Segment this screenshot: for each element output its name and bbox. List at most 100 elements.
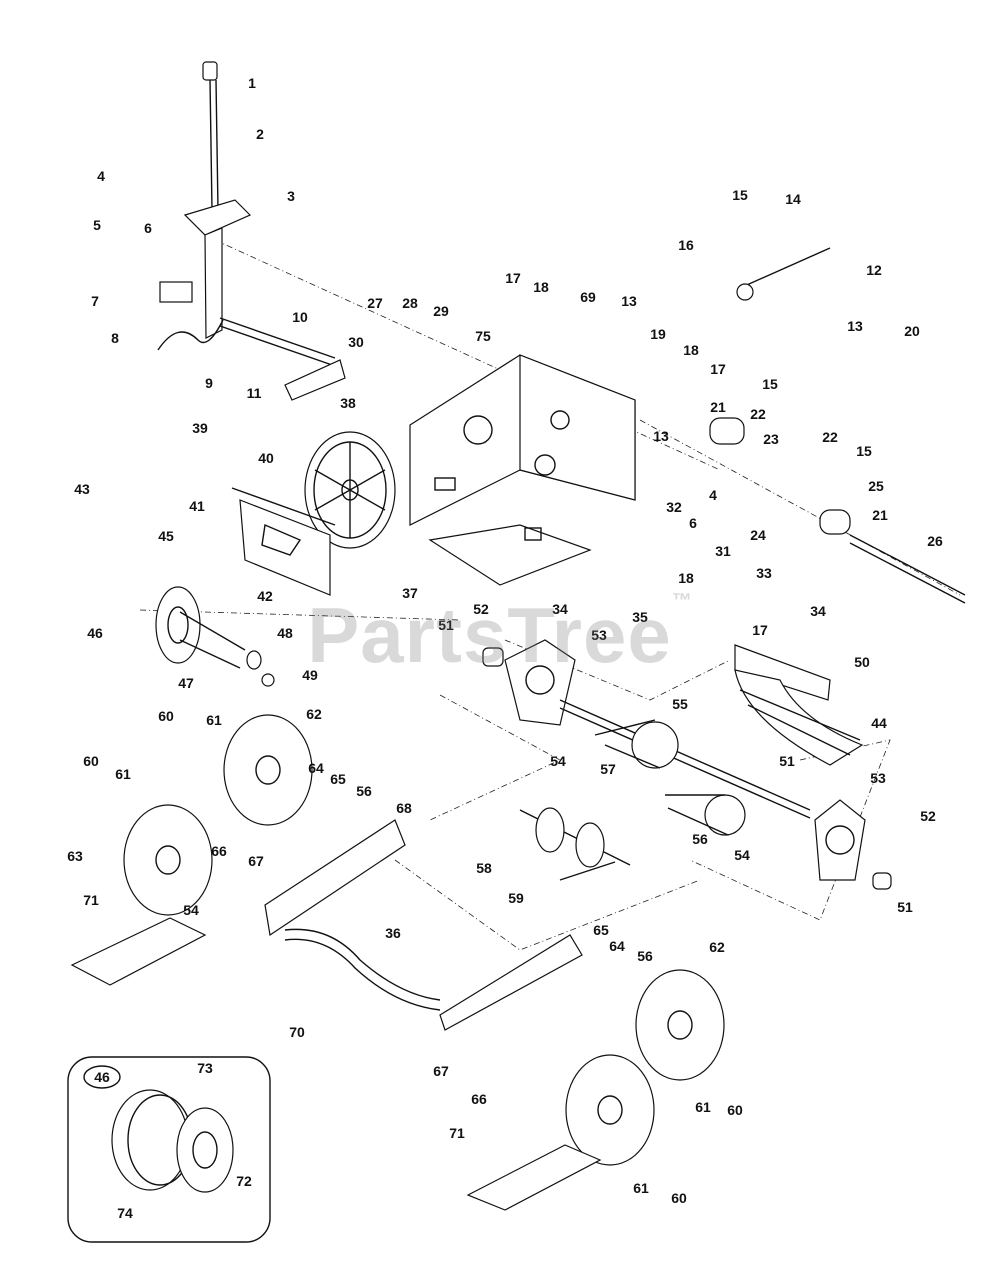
part-number-34: 34 (552, 601, 568, 617)
part-number-11: 11 (247, 385, 262, 401)
rubber-tracks (70, 917, 602, 1211)
part-number-1: 1 (248, 75, 256, 91)
part-number-48: 48 (277, 625, 293, 641)
part-number-65: 65 (593, 922, 609, 938)
part-number-72: 72 (236, 1173, 252, 1189)
part-number-21: 21 (710, 399, 726, 415)
part-number-52: 52 (473, 601, 489, 617)
part-number-51: 51 (438, 617, 454, 633)
part-number-21: 21 (872, 507, 888, 523)
part-number-28: 28 (402, 295, 418, 311)
chute-cover (734, 644, 864, 766)
part-number-44: 44 (871, 715, 887, 731)
part-number-53: 53 (591, 627, 607, 643)
part-number-8: 8 (111, 330, 119, 346)
part-number-34: 34 (810, 603, 826, 619)
frame-housing (409, 354, 636, 586)
inset-callout: 46 (94, 1069, 110, 1085)
part-number-32: 32 (666, 499, 682, 515)
track-wheels (123, 714, 725, 1166)
part-number-12: 12 (866, 262, 882, 278)
part-number-57: 57 (600, 761, 616, 777)
part-number-49: 49 (302, 667, 318, 683)
part-number-63: 63 (67, 848, 83, 864)
inset-detail-box: 46 (67, 1056, 271, 1243)
part-number-10: 10 (292, 309, 308, 325)
axle-gears (519, 807, 631, 881)
part-number-64: 64 (308, 760, 324, 776)
part-number-54: 54 (183, 902, 199, 918)
part-number-67: 67 (248, 853, 264, 869)
part-number-3: 3 (287, 188, 295, 204)
part-number-60: 60 (158, 708, 174, 724)
part-number-67: 67 (433, 1063, 449, 1079)
part-number-22: 22 (822, 429, 838, 445)
part-number-14: 14 (785, 191, 801, 207)
part-number-46: 46 (87, 625, 103, 641)
part-number-27: 27 (367, 295, 383, 311)
part-number-37: 37 (402, 585, 418, 601)
part-number-66: 66 (211, 843, 227, 859)
part-number-7: 7 (91, 293, 99, 309)
part-number-45: 45 (158, 528, 174, 544)
part-number-69: 69 (580, 289, 596, 305)
part-number-15: 15 (732, 187, 748, 203)
part-number-56: 56 (356, 783, 372, 799)
part-number-5: 5 (93, 217, 101, 233)
inset-callout-oval (83, 1065, 121, 1089)
part-number-71: 71 (83, 892, 99, 908)
part-number-61: 61 (633, 1180, 649, 1196)
part-number-61: 61 (695, 1099, 711, 1115)
part-number-60: 60 (671, 1190, 687, 1206)
part-number-25: 25 (868, 478, 884, 494)
part-number-26: 26 (927, 533, 943, 549)
part-number-52: 52 (920, 808, 936, 824)
part-number-18: 18 (678, 570, 694, 586)
part-number-66: 66 (471, 1091, 487, 1107)
part-number-4: 4 (709, 487, 717, 503)
part-number-13: 13 (621, 293, 637, 309)
part-number-75: 75 (475, 328, 491, 344)
left-hub-assembly (155, 586, 275, 687)
part-number-22: 22 (750, 406, 766, 422)
part-number-59: 59 (508, 890, 524, 906)
part-number-2: 2 (256, 126, 264, 142)
part-number-64: 64 (609, 938, 625, 954)
part-number-40: 40 (258, 450, 274, 466)
part-number-6: 6 (144, 220, 152, 236)
part-number-18: 18 (683, 342, 699, 358)
part-number-51: 51 (897, 899, 913, 915)
rear-linkage (709, 247, 966, 604)
part-number-55: 55 (672, 696, 688, 712)
pulley-wheel (304, 431, 396, 549)
part-number-18: 18 (533, 279, 549, 295)
side-rails (264, 819, 583, 1031)
part-number-33: 33 (756, 565, 772, 581)
watermark-trademark: ™ (671, 590, 693, 612)
part-number-43: 43 (74, 481, 90, 497)
watermark: PartsTree™ (250, 590, 750, 681)
part-number-74: 74 (117, 1205, 133, 1221)
bearing-housings (482, 639, 892, 890)
part-number-47: 47 (178, 675, 194, 691)
part-number-61: 61 (206, 712, 222, 728)
part-number-56: 56 (692, 831, 708, 847)
part-number-54: 54 (734, 847, 750, 863)
part-number-23: 23 (763, 431, 779, 447)
shift-lever-assembly (157, 61, 346, 401)
part-number-60: 60 (83, 753, 99, 769)
part-number-60: 60 (727, 1102, 743, 1118)
part-number-39: 39 (192, 420, 208, 436)
watermark-text: PartsTree (307, 591, 672, 679)
part-number-54: 54 (550, 753, 566, 769)
part-number-62: 62 (306, 706, 322, 722)
part-number-4: 4 (97, 168, 105, 184)
part-number-68: 68 (396, 800, 412, 816)
part-number-30: 30 (348, 334, 364, 350)
part-number-62: 62 (709, 939, 725, 955)
part-number-16: 16 (678, 237, 694, 253)
part-number-42: 42 (257, 588, 273, 604)
